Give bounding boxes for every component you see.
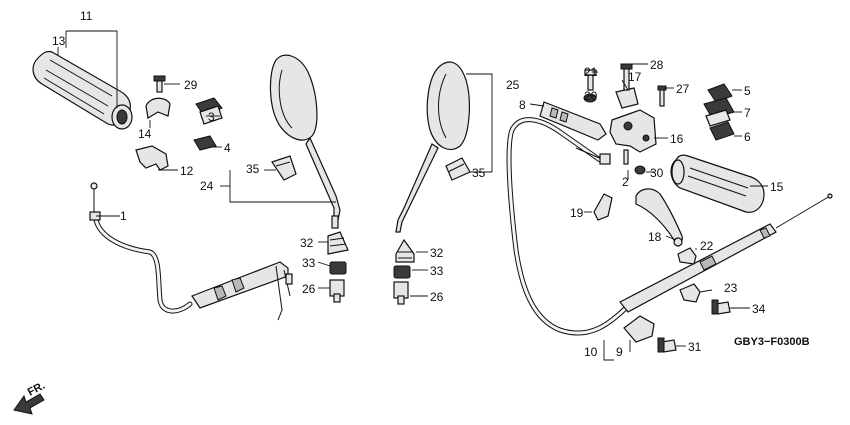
left-adapter-bolt xyxy=(329,279,345,303)
bracket-holder-17 xyxy=(615,87,639,109)
callout-2: 2 xyxy=(622,175,629,189)
callout-23: 23 xyxy=(724,281,738,295)
right-mirror xyxy=(395,61,470,233)
bolt-34 xyxy=(711,299,731,315)
callout-33-right: 33 xyxy=(430,264,444,278)
callout-4: 4 xyxy=(224,141,231,155)
callout-17: 17 xyxy=(628,70,642,84)
callout-25: 25 xyxy=(506,78,520,92)
callout-labels: 1 2 3 4 5 6 7 8 9 10 11 12 13 14 15 16 1… xyxy=(52,9,784,359)
callout-14: 14 xyxy=(138,127,152,141)
brake-switch xyxy=(539,101,611,165)
brake-lever xyxy=(635,188,683,247)
callout-33: 33 xyxy=(302,256,316,270)
left-grip xyxy=(32,50,133,130)
front-arrow-icon xyxy=(13,393,45,415)
front-direction-label: FR. xyxy=(26,380,47,399)
callout-35-right: 35 xyxy=(472,166,486,180)
callout-27: 27 xyxy=(676,82,690,96)
callout-26: 26 xyxy=(302,282,316,296)
leader-lines xyxy=(57,30,768,361)
callout-32: 32 xyxy=(300,236,314,250)
callout-22: 22 xyxy=(700,239,714,253)
screw-28 xyxy=(620,63,633,91)
callout-7: 7 xyxy=(744,106,751,120)
callout-21: 21 xyxy=(584,65,598,79)
lever-bracket xyxy=(609,109,657,153)
callout-24: 24 xyxy=(200,179,214,193)
right-switch-7 xyxy=(703,97,735,127)
callout-20: 20 xyxy=(584,89,598,103)
screw-21 xyxy=(584,69,597,91)
callout-9: 9 xyxy=(616,345,623,359)
callout-8: 8 xyxy=(519,98,526,112)
right-mirror-boot xyxy=(445,157,471,181)
callout-18: 18 xyxy=(648,230,662,244)
callout-34: 34 xyxy=(752,302,766,316)
clamp-9 xyxy=(623,315,655,343)
right-grip xyxy=(670,154,765,213)
callout-5: 5 xyxy=(744,84,751,98)
throttle-screw xyxy=(153,75,166,93)
throttle-cable xyxy=(89,182,293,321)
callout-19: 19 xyxy=(570,206,584,220)
right-switch-6 xyxy=(709,121,735,141)
left-mount-cover xyxy=(327,231,349,255)
left-nut xyxy=(329,261,347,275)
callout-1: 1 xyxy=(120,209,127,223)
clip-23 xyxy=(679,283,701,303)
nut-30 xyxy=(634,165,646,175)
switch-block-3 xyxy=(195,97,223,125)
callout-29: 29 xyxy=(184,78,198,92)
callout-30: 30 xyxy=(650,166,664,180)
brake-cable xyxy=(506,117,833,336)
callout-35: 35 xyxy=(246,162,260,176)
switch-block-4 xyxy=(193,135,217,151)
throttle-housing-upper xyxy=(145,97,171,119)
callout-31: 31 xyxy=(688,340,702,354)
holder-19 xyxy=(593,193,613,221)
callout-26-right: 26 xyxy=(430,290,444,304)
screw-27 xyxy=(657,85,667,107)
right-nut xyxy=(393,265,411,279)
right-mount-cover xyxy=(395,238,415,263)
callout-6: 6 xyxy=(744,130,751,144)
callout-28: 28 xyxy=(650,58,664,72)
callout-32-right: 32 xyxy=(430,246,444,260)
left-mirror-boot xyxy=(271,155,297,181)
clip-22 xyxy=(677,247,697,265)
callout-10: 10 xyxy=(584,345,598,359)
diagram-code: GBY3−F0300B xyxy=(734,336,810,348)
right-adapter-bolt xyxy=(393,281,409,305)
throttle-housing-lower xyxy=(135,145,169,171)
callout-13: 13 xyxy=(52,34,66,48)
callout-3: 3 xyxy=(208,110,215,124)
callout-16: 16 xyxy=(670,132,684,146)
callout-11: 11 xyxy=(80,9,93,23)
pivot-2 xyxy=(623,149,629,165)
bolt-31 xyxy=(657,337,677,353)
left-mirror xyxy=(269,54,341,229)
callout-15: 15 xyxy=(770,180,784,194)
callout-12: 12 xyxy=(180,164,194,178)
